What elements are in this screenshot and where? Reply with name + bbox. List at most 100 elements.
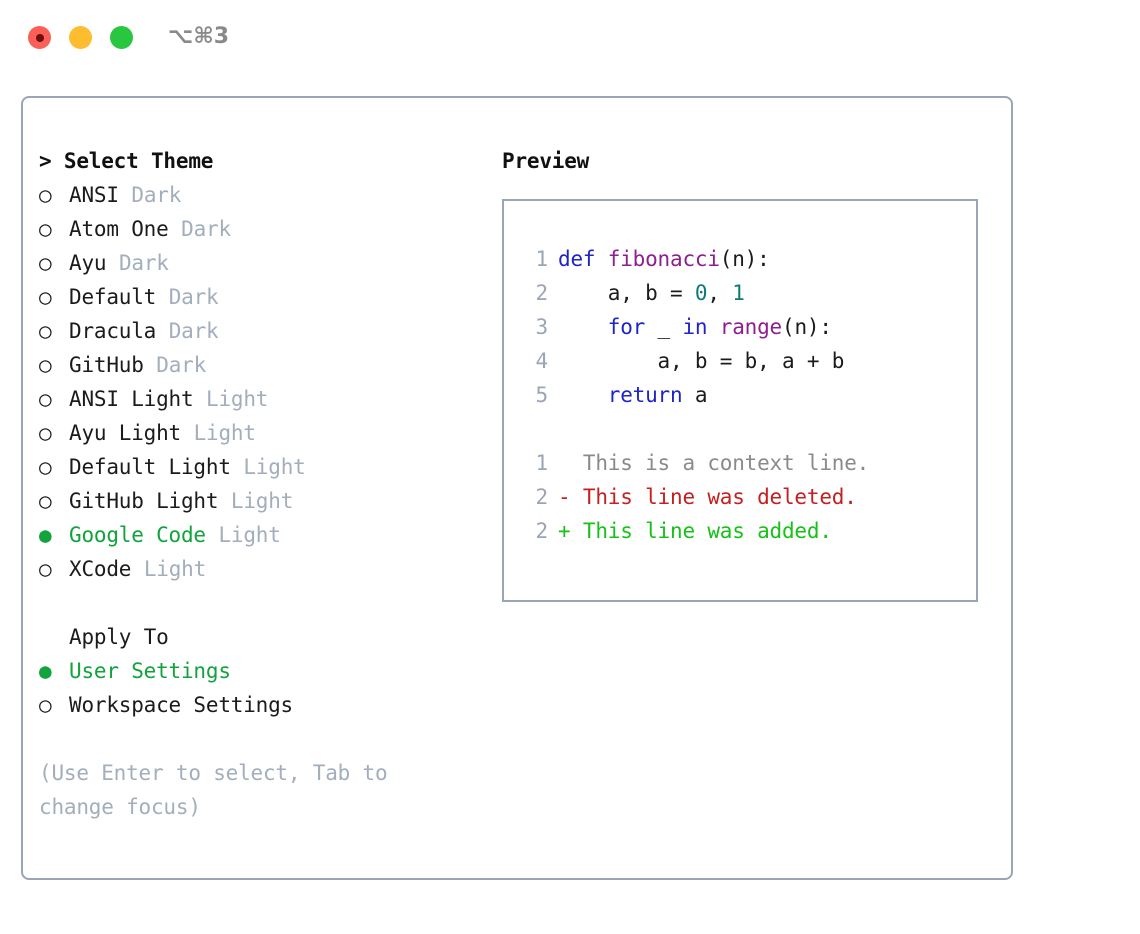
theme-option-ayu[interactable]: ○ Ayu Dark	[39, 246, 479, 280]
theme-option-variant: Dark	[118, 251, 169, 275]
code-token-pl: (n):	[719, 247, 770, 271]
code-token-kw: for	[558, 315, 658, 339]
code-diff-spacer	[522, 412, 976, 446]
apply-to-option-label: Workspace Settings	[69, 693, 293, 717]
radio-unselected-icon: ○	[39, 285, 52, 309]
maximize-button-icon[interactable]	[110, 26, 133, 49]
code-token-fn: range	[719, 315, 782, 339]
radio-selected-icon: ●	[39, 523, 52, 547]
code-token-pl: (n):	[782, 315, 832, 339]
diff-content: This is a context line.	[570, 451, 870, 475]
line-number: 4	[535, 349, 549, 373]
radio-unselected-icon: ○	[39, 557, 52, 581]
diff-text: - This line was deleted.	[558, 480, 857, 514]
titlebar: ⌥⌘3	[0, 0, 1140, 76]
theme-option-ansi[interactable]: ○ ANSI Dark	[39, 178, 479, 212]
code-token-fn: fibonacci	[607, 247, 720, 271]
theme-option-label: Ayu Light	[69, 421, 181, 445]
page-title: > Select Theme	[39, 149, 214, 173]
code-line: 2 a, b = 0, 1	[522, 276, 976, 310]
theme-option-variant: Dark	[168, 285, 219, 309]
code-token-num: 0	[694, 281, 708, 305]
radio-selected-icon: ●	[39, 659, 52, 683]
line-number: 2	[535, 485, 549, 509]
apply-to-option-workspace-settings[interactable]: ○ Workspace Settings	[39, 688, 479, 722]
diff-content: This line was deleted.	[570, 485, 857, 509]
recording-dot-icon	[35, 33, 44, 42]
theme-option-variant: Light	[206, 387, 269, 411]
theme-option-label: GitHub	[69, 353, 144, 377]
apply-to-option-user-settings[interactable]: ● User Settings	[39, 654, 479, 688]
theme-option-variant: Light	[143, 557, 207, 581]
code-token-num: 1	[732, 281, 745, 305]
theme-option-variant: Dark	[168, 319, 219, 343]
diff-line-del: 2 - This line was deleted.	[522, 480, 976, 514]
theme-option-label: Dracula	[69, 319, 157, 343]
radio-unselected-icon: ○	[39, 693, 52, 717]
radio-unselected-icon: ○	[39, 183, 52, 207]
code-token-pl: _	[657, 315, 683, 339]
radio-unselected-icon: ○	[39, 217, 52, 241]
theme-option-github-light[interactable]: ○ GitHub Light Light	[39, 484, 479, 518]
theme-option-label: GitHub Light	[69, 489, 219, 513]
line-number: 3	[535, 315, 549, 339]
window-title: ⌥⌘3	[168, 24, 230, 49]
radio-unselected-icon: ○	[39, 489, 52, 513]
theme-option-google-code[interactable]: ● Google Code Light	[39, 518, 479, 552]
radio-unselected-icon: ○	[39, 421, 52, 445]
code-text: def fibonacci(n):	[558, 242, 770, 276]
theme-option-variant: Light	[193, 421, 256, 445]
radio-unselected-icon: ○	[39, 353, 52, 377]
radio-unselected-icon: ○	[39, 251, 52, 275]
minimize-button-icon[interactable]	[69, 26, 92, 49]
code-token-pl: ,	[707, 281, 733, 305]
diff-sign: +	[558, 519, 571, 543]
line-number: 5	[535, 383, 549, 407]
close-button-icon[interactable]	[28, 26, 51, 49]
code-token-pl: a	[694, 383, 708, 407]
theme-option-variant: Dark	[131, 183, 182, 207]
code-text: for _ in range(n):	[558, 310, 832, 344]
diff-line-add: 2 + This line was added.	[522, 514, 976, 548]
code-line: 5 return a	[522, 378, 976, 412]
code-text: return a	[558, 378, 708, 412]
theme-option-label: Google Code	[69, 523, 206, 547]
apply-to-option-list: ● User Settings ○ Workspace Settings	[39, 654, 479, 722]
diff-text: This is a context line.	[558, 446, 869, 480]
radio-unselected-icon: ○	[39, 455, 52, 479]
diff-sample: 1 This is a context line. 2 - This line wa…	[522, 446, 976, 548]
code-line: 4 a, b = b, a + b	[522, 344, 976, 378]
theme-option-label: Ayu	[69, 251, 107, 275]
code-line: 1 def fibonacci(n):	[522, 242, 976, 276]
theme-option-label: Default Light	[69, 455, 231, 479]
code-text: a, b = b, a + b	[558, 344, 845, 378]
diff-text: + This line was added.	[558, 514, 832, 548]
theme-option-variant: Light	[230, 489, 294, 513]
apply-to-option-label: User Settings	[69, 659, 231, 683]
theme-option-label: ANSI	[69, 183, 119, 207]
line-number: 2	[535, 519, 549, 543]
list-spacer	[39, 586, 479, 620]
line-number: 2	[535, 281, 549, 305]
diff-line-ctx: 1 This is a context line.	[522, 446, 976, 480]
code-text: a, b = 0, 1	[558, 276, 745, 310]
line-number: 1	[535, 247, 549, 271]
theme-option-label: Atom One	[69, 217, 169, 241]
code-token-kw: return	[558, 383, 695, 407]
code-line: 3 for _ in range(n):	[522, 310, 976, 344]
theme-option-ayu-light[interactable]: ○ Ayu Light Light	[39, 416, 479, 450]
theme-option-variant: Light	[218, 523, 281, 547]
